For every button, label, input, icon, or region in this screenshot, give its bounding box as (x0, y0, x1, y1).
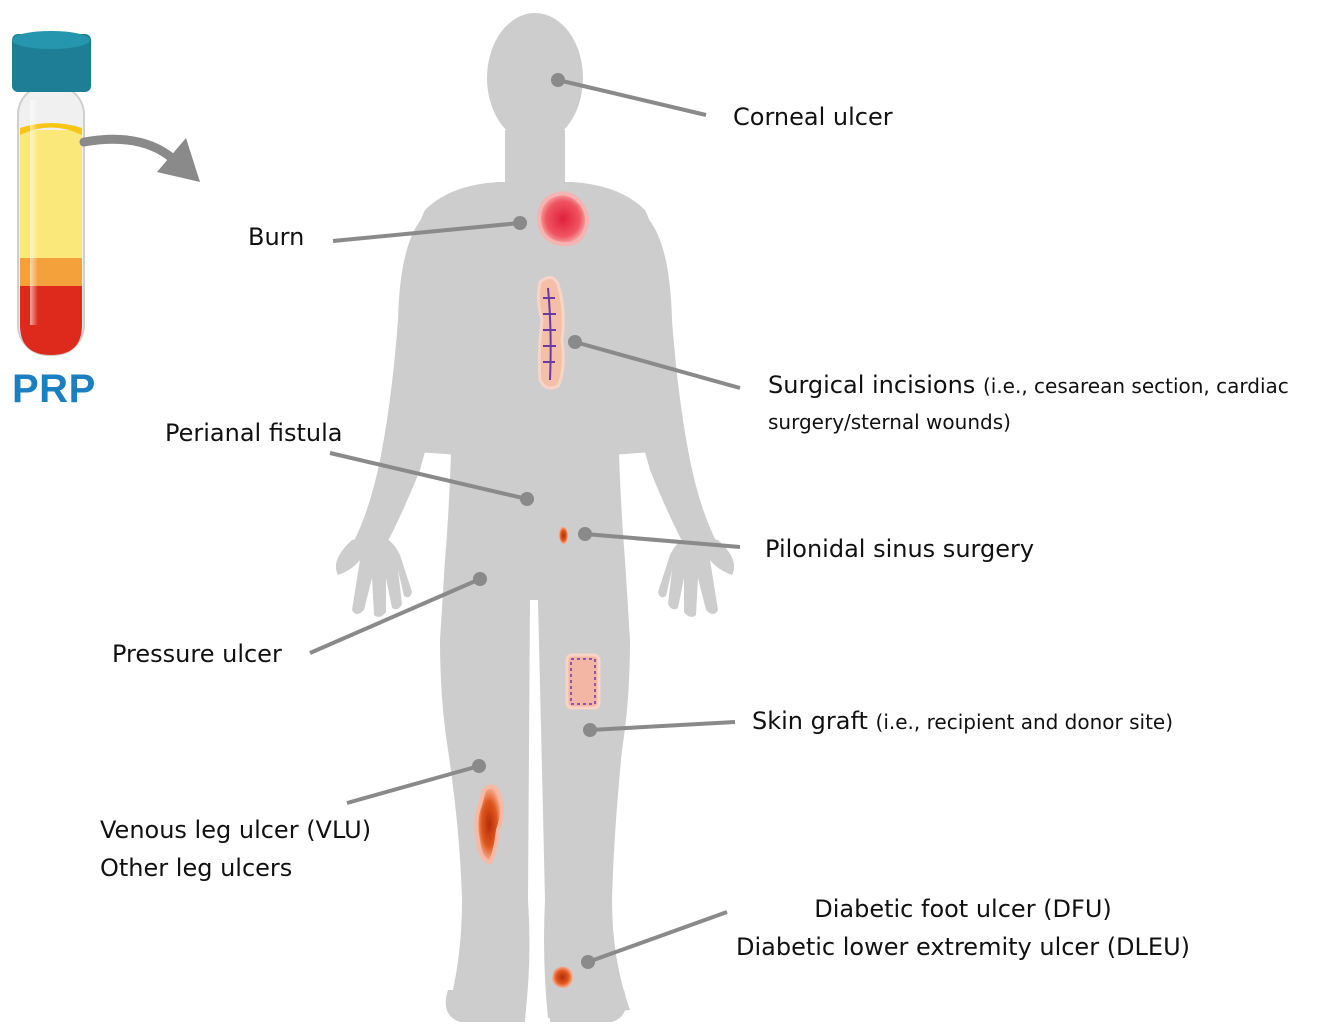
prp-label: PRP (12, 367, 96, 412)
burn-wound (539, 193, 587, 244)
leader-perianal-dot (520, 492, 534, 506)
label-surgical-incisions: Surgical incisions (i.e., cesarean secti… (768, 370, 1289, 437)
label-pressure-ulcer: Pressure ulcer (112, 639, 282, 669)
label-diabetic-foot-ulcer: Diabetic foot ulcer (DFU) Diabetic lower… (724, 894, 1202, 962)
label-skin-graft: Skin graft (i.e., recipient and donor si… (752, 706, 1173, 737)
leader-skin-graft-dot (583, 723, 597, 737)
sternal-incision (538, 277, 563, 388)
leader-vlu-dot (472, 759, 486, 773)
leader-dfu-dot (581, 955, 595, 969)
label-burn: Burn (248, 222, 304, 252)
leader-surgical-dot (568, 335, 582, 349)
leader-pressure-dot (473, 572, 487, 586)
label-corneal-ulcer: Corneal ulcer (733, 102, 893, 132)
label-pilonidal-sinus: Pilonidal sinus surgery (765, 534, 1034, 564)
diabetic-foot-ulcer (552, 966, 573, 988)
leader-burn-dot (513, 216, 527, 230)
leader-pilonidal-dot (578, 527, 592, 541)
label-perianal-fistula: Perianal fistula (165, 418, 342, 448)
arrow-icon (84, 138, 200, 182)
human-silhouette (336, 13, 734, 1022)
leader-corneal-dot (551, 73, 565, 87)
skin-graft-wound (567, 655, 599, 708)
prp-tube (12, 31, 91, 355)
label-venous-leg-ulcer: Venous leg ulcer (VLU) Other leg ulcers (100, 815, 371, 883)
